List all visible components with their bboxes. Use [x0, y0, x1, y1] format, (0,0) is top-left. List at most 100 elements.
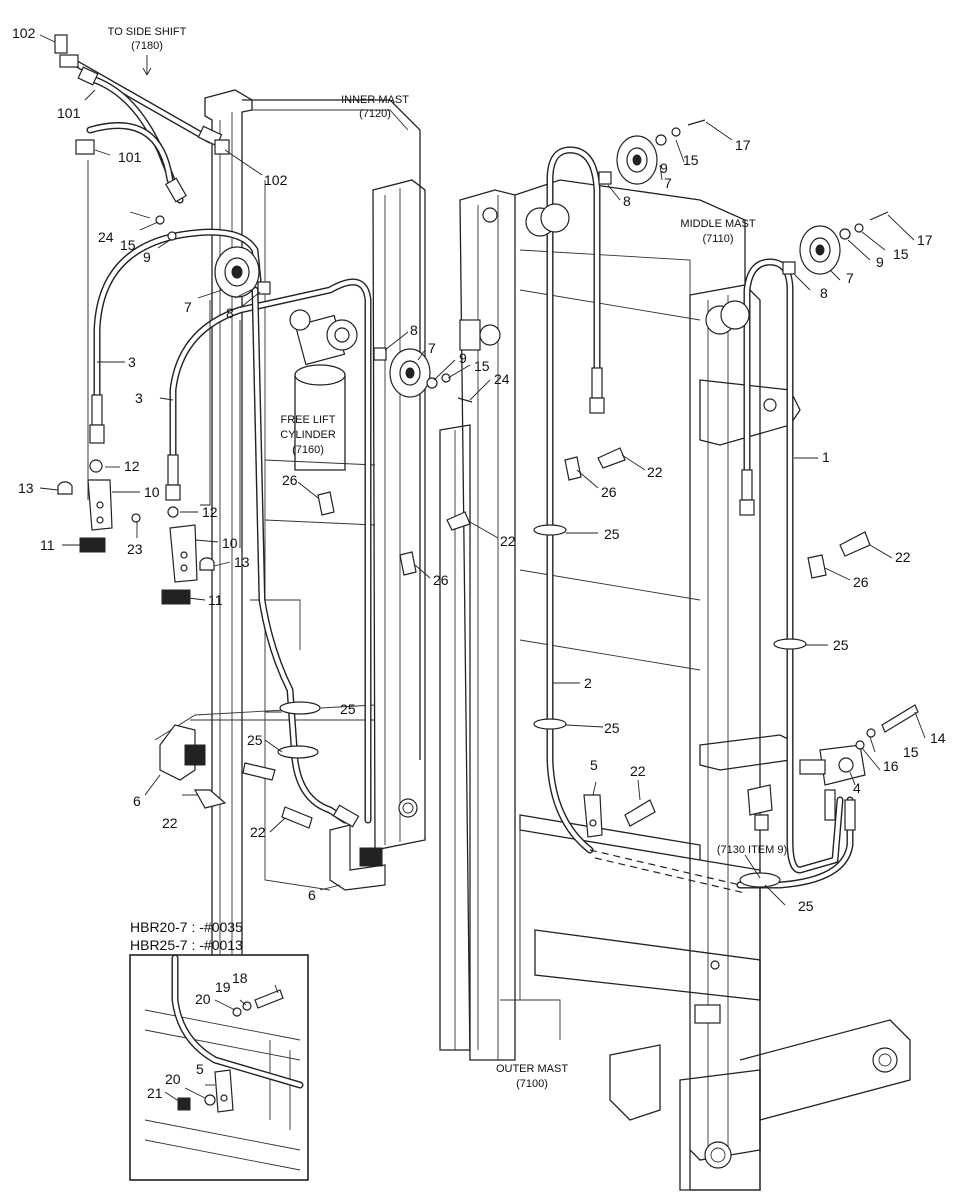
callout-13: 13	[18, 480, 34, 496]
callout-19: 19	[215, 979, 231, 995]
callout-25: 25	[833, 637, 849, 653]
callout-25: 25	[340, 701, 356, 717]
callout-8: 8	[820, 285, 828, 301]
label-to-side-shift: TO SIDE SHIFT	[108, 26, 187, 38]
block-4	[799, 704, 919, 786]
free-lift-cylinder	[289, 309, 358, 471]
sheave-7c	[598, 119, 706, 185]
callout-26: 26	[601, 484, 617, 500]
callout-9: 9	[876, 254, 884, 270]
callout-2: 2	[584, 675, 592, 691]
callout-23: 23	[127, 541, 143, 557]
callout-25: 25	[604, 720, 620, 736]
bracket-6b	[329, 824, 386, 891]
callout-7: 7	[428, 340, 436, 356]
callout-17: 17	[917, 232, 933, 248]
callout-21: 21	[147, 1085, 163, 1101]
callout-102: 102	[12, 25, 36, 41]
bolts-left	[129, 211, 177, 241]
sheave-7b	[373, 347, 473, 403]
callout-3: 3	[135, 390, 143, 406]
label-middle-mast: MIDDLE MAST	[680, 218, 755, 230]
callout-26: 26	[433, 572, 449, 588]
callout-7: 7	[664, 175, 672, 191]
callout-24: 24	[98, 229, 114, 245]
clamp-5	[583, 794, 603, 838]
callout-7: 7	[184, 299, 192, 315]
callout-22: 22	[250, 824, 266, 840]
assembly-labels: TO SIDE SHIFT (7180) INNER MAST (7120) M…	[108, 26, 787, 1090]
label-inner-mast-ref: (7120)	[359, 108, 391, 120]
callout-22: 22	[630, 763, 646, 779]
label-inner-mast: INNER MAST	[341, 94, 409, 106]
label-free-lift: FREE LIFT	[280, 414, 335, 426]
callout-10: 10	[222, 535, 238, 551]
callout-101: 101	[57, 105, 81, 121]
callout-15: 15	[474, 358, 490, 374]
callout-5: 5	[590, 757, 598, 773]
callout-15: 15	[893, 246, 909, 262]
label-outer-mast: OUTER MAST	[496, 1063, 568, 1075]
callout-11: 11	[208, 592, 223, 608]
inset-title-line2: HBR25-7 : -#0013	[130, 937, 243, 953]
callout-102: 102	[264, 172, 288, 188]
callout-6: 6	[133, 793, 141, 809]
callout-26: 26	[853, 574, 869, 590]
hose-7130-route	[589, 796, 854, 894]
callout-11: 11	[40, 537, 55, 553]
label-cylinder: CYLINDER	[280, 429, 336, 441]
label-free-lift-ref: (7160)	[292, 444, 324, 456]
callout-22: 22	[500, 533, 516, 549]
callout-22: 22	[647, 464, 663, 480]
callout-6: 6	[308, 887, 316, 903]
callout-9: 9	[660, 160, 668, 176]
callout-1: 1	[822, 449, 830, 465]
leader-lines	[39, 34, 926, 906]
bolts-22	[193, 447, 871, 829]
hose-2	[546, 146, 601, 854]
callout-8: 8	[623, 193, 631, 209]
callout-9: 9	[143, 249, 151, 265]
callout-25: 25	[798, 898, 814, 914]
sheave-7a	[214, 246, 271, 298]
bracket-6a	[159, 724, 206, 781]
callout-7: 7	[846, 270, 854, 286]
callout-17: 17	[735, 137, 751, 153]
callout-12: 12	[124, 458, 140, 474]
callout-5: 5	[196, 1061, 204, 1077]
callout-8: 8	[410, 322, 418, 338]
part-callouts: 102 101 101 102 24 15 9 7 8 3 3 12 13 10…	[12, 25, 946, 914]
callout-22: 22	[162, 815, 178, 831]
label-outer-mast-ref: (7100)	[516, 1078, 548, 1090]
inset-title-line1: HBR20-7 : -#0035	[130, 919, 243, 935]
callout-22: 22	[895, 549, 911, 565]
label-item-ref: (7130 ITEM 9)	[717, 844, 787, 856]
callout-8: 8	[226, 305, 234, 321]
callout-26: 26	[282, 472, 298, 488]
callout-101: 101	[118, 149, 142, 165]
callout-25: 25	[247, 732, 263, 748]
callout-9: 9	[459, 350, 467, 366]
sheaves-middle	[525, 203, 750, 335]
bracket-10b	[161, 506, 215, 605]
fitting-block-mid	[747, 784, 773, 831]
callout-20: 20	[165, 1071, 181, 1087]
callout-16: 16	[883, 758, 899, 774]
clamps-25	[277, 524, 807, 888]
callout-3: 3	[128, 354, 136, 370]
label-to-side-shift-ref: (7180)	[131, 40, 163, 52]
clips-26	[317, 456, 827, 579]
label-middle-mast-ref: (7110)	[703, 233, 734, 245]
callout-18: 18	[232, 970, 248, 986]
callout-25: 25	[604, 526, 620, 542]
outer-mast	[439, 424, 911, 1191]
callout-10: 10	[144, 484, 160, 500]
callout-14: 14	[930, 730, 946, 746]
callout-15: 15	[903, 744, 919, 760]
callout-13: 13	[234, 554, 250, 570]
callout-20: 20	[195, 991, 211, 1007]
sheave-7d	[782, 211, 889, 275]
inset-detail: HBR20-7 : -#0035 HBR25-7 : -#0013 18 19 …	[129, 919, 309, 1181]
